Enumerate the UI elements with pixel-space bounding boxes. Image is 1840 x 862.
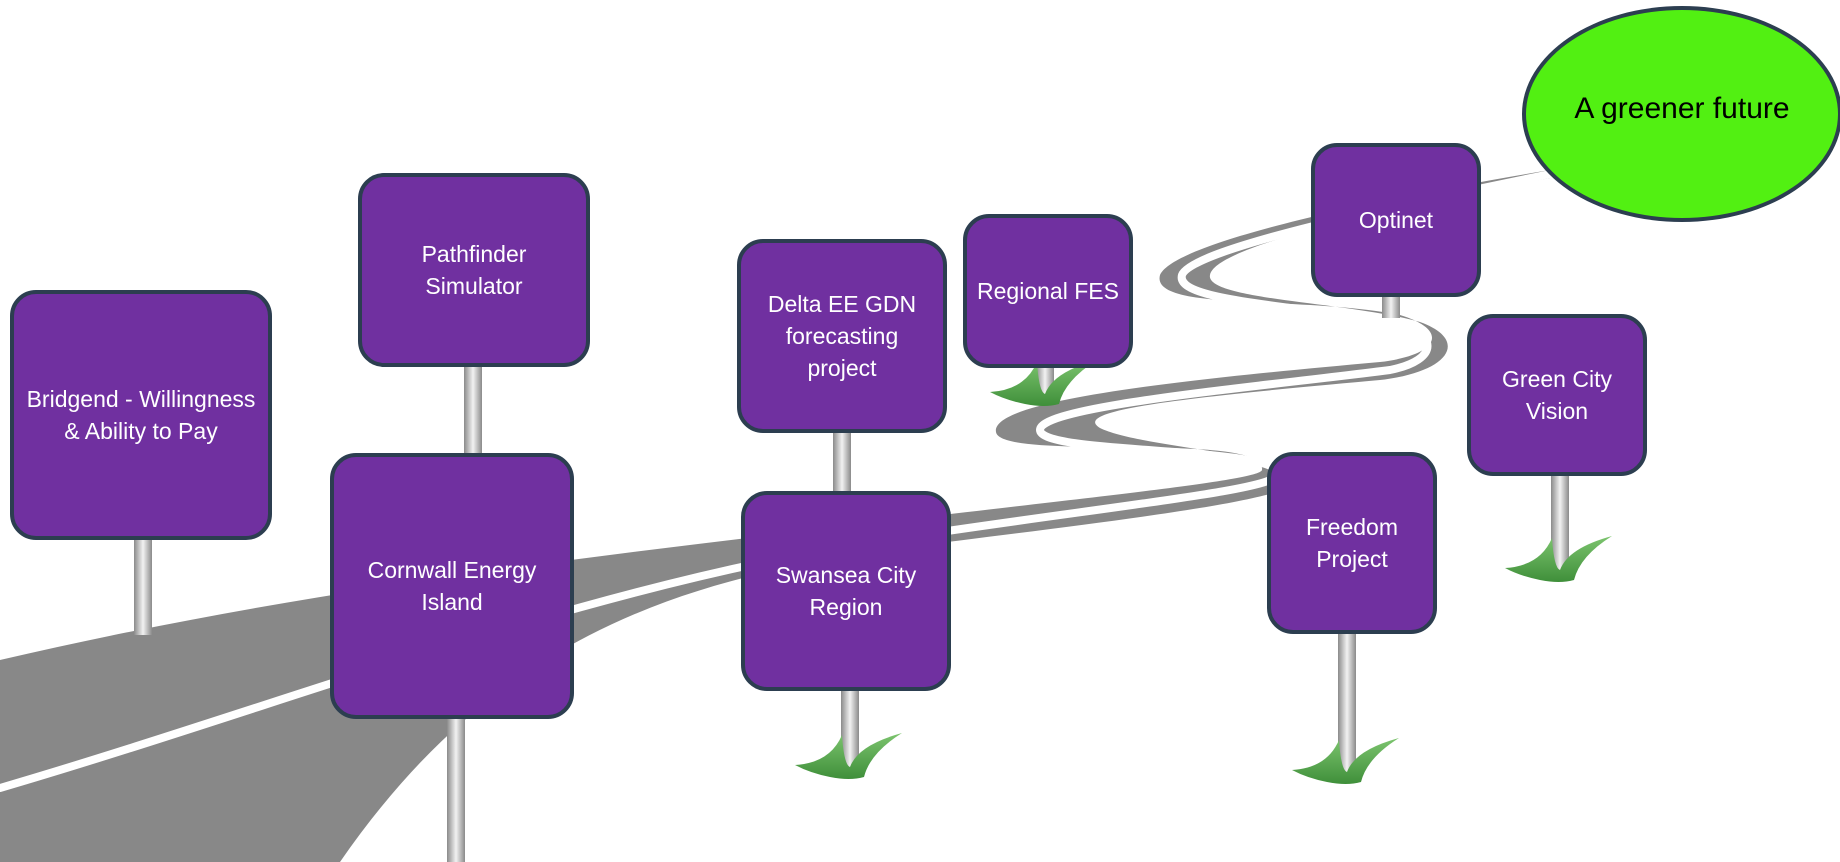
sign-label: Pathfinder Simulator bbox=[421, 241, 527, 299]
sign-post bbox=[1551, 471, 1569, 578]
grass-tuft bbox=[1292, 738, 1399, 784]
grass-tuft bbox=[795, 733, 902, 779]
sign-post bbox=[1338, 629, 1356, 780]
sign-bridgend: Bridgend - Willingness & Ability to Pay bbox=[10, 290, 272, 540]
sign-post bbox=[447, 714, 465, 862]
sign-optinet: Optinet bbox=[1311, 143, 1481, 297]
sign-swansea-city-region: Swansea City Region bbox=[741, 491, 951, 691]
goal-label: A greener future bbox=[1574, 92, 1790, 125]
sign-freedom-project: Freedom Project bbox=[1267, 452, 1437, 634]
sign-regional-fes: Regional FES bbox=[963, 214, 1133, 368]
sign-label: Freedom Project bbox=[1305, 514, 1399, 572]
sign-delta-ee-gdn: Delta EE GDN forecasting project bbox=[737, 239, 947, 433]
sign-label: Swansea City Region bbox=[775, 562, 917, 620]
sign-post bbox=[833, 428, 851, 496]
grass-tuft bbox=[990, 360, 1097, 406]
sign-post bbox=[134, 535, 152, 635]
road-lane-marking bbox=[0, 170, 1554, 792]
sign-label: Bridgend - Willingness & Ability to Pay bbox=[26, 386, 256, 444]
sign-post bbox=[1382, 292, 1400, 318]
sign-green-city-vision: Green City Vision bbox=[1467, 314, 1647, 476]
sign-label: Regional FES bbox=[977, 278, 1119, 304]
goal-ellipse: A greener future bbox=[1522, 6, 1840, 222]
sign-post bbox=[464, 362, 482, 458]
sign-cornwall-energy-island: Cornwall Energy Island bbox=[330, 453, 574, 719]
sign-label: Optinet bbox=[1358, 207, 1434, 233]
sign-label: Cornwall Energy Island bbox=[367, 557, 537, 615]
sign-label: Green City Vision bbox=[1502, 366, 1612, 424]
grass-tuft bbox=[1505, 536, 1612, 582]
sign-post bbox=[841, 686, 859, 775]
sign-pathfinder-simulator: Pathfinder Simulator bbox=[358, 173, 590, 367]
sign-label: Delta EE GDN forecasting project bbox=[767, 291, 917, 381]
